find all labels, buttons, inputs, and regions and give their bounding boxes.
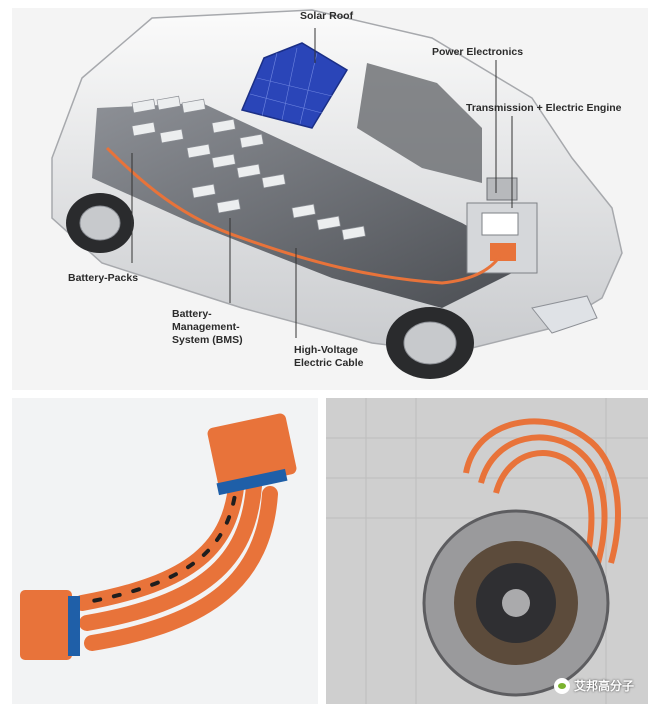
harness-cables bbox=[74, 470, 278, 651]
solar-roof-grid bbox=[249, 47, 333, 125]
headlight bbox=[531, 295, 598, 334]
motor-cables bbox=[463, 418, 621, 564]
motor-housing bbox=[422, 509, 610, 697]
label-power-electronics: Power Electronics bbox=[432, 46, 524, 58]
solar-roof-panel bbox=[240, 42, 349, 129]
engine-assembly bbox=[466, 177, 538, 274]
label-bms: Battery- Management- System (BMS) bbox=[172, 308, 243, 346]
motor-illustration bbox=[326, 398, 648, 704]
ev-cutaway-diagram: Solar Roof Power Electronics Transmissio… bbox=[12, 8, 648, 390]
label-solar-roof: Solar Roof bbox=[300, 10, 354, 22]
watermark-text: 艾邦高分子 bbox=[573, 679, 634, 693]
hv-cable-harness-photo bbox=[12, 398, 318, 704]
windshield bbox=[357, 63, 482, 183]
harness-connector-top bbox=[207, 413, 297, 496]
electric-motor-photo: 艾邦高分子 bbox=[326, 398, 648, 704]
wechat-icon bbox=[553, 677, 570, 694]
car-illustration bbox=[51, 9, 623, 379]
cable-harness-illustration bbox=[20, 413, 297, 660]
rear-wheel bbox=[66, 193, 134, 253]
label-battery-packs: Battery-Packs bbox=[68, 272, 139, 284]
battery-cells bbox=[131, 95, 366, 241]
label-transmission-electric-engine: Transmission + Electric Engine bbox=[466, 102, 622, 114]
front-wheel bbox=[386, 307, 474, 379]
harness-connector-left bbox=[20, 590, 80, 660]
high-voltage-cable-line bbox=[105, 146, 504, 285]
callout-lines bbox=[131, 28, 513, 338]
label-high-voltage-cable: High-Voltage Electric Cable bbox=[294, 344, 364, 369]
watermark: 艾邦高分子 bbox=[553, 677, 634, 694]
